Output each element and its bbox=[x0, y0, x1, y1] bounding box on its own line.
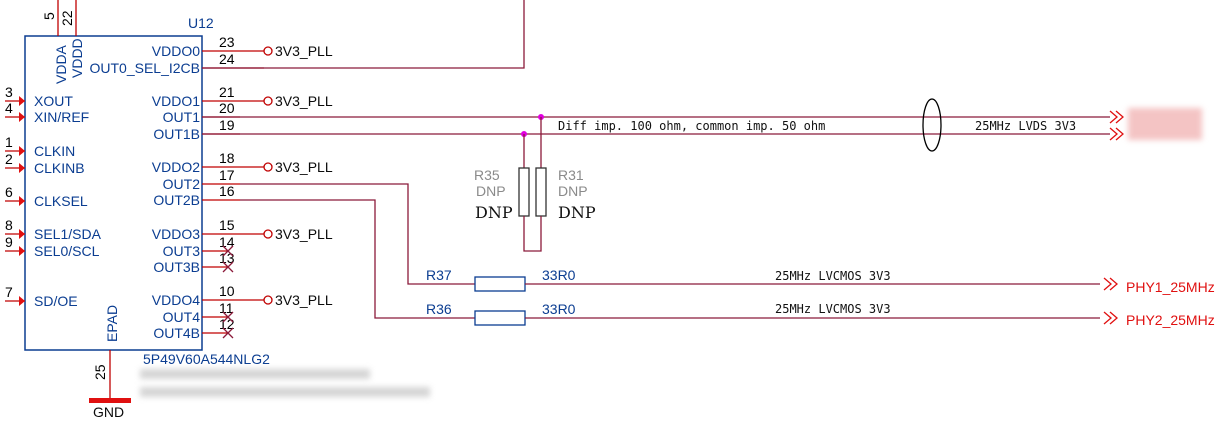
pin-number-14: 14 bbox=[219, 234, 235, 250]
pin-number-3: 3 bbox=[5, 84, 13, 100]
pin-number-4: 4 bbox=[5, 100, 13, 116]
net-3v3-pll-vddo0: 3V3_PLL bbox=[275, 43, 333, 59]
pin-number-16: 16 bbox=[219, 183, 235, 199]
pin-name-out3: OUT3 bbox=[163, 243, 201, 259]
net-3v3-pll-vddo4: 3V3_PLL bbox=[275, 292, 333, 308]
pin-name-vddo0: VDDO0 bbox=[152, 43, 200, 59]
phy1-signal-label: 25MHz LVCMOS 3V3 bbox=[775, 269, 891, 283]
diff-pair-port-arrows bbox=[1109, 110, 1124, 141]
net-3v3-pll-vddo1: 3V3_PLL bbox=[275, 93, 333, 109]
phy1-port-arrow bbox=[1103, 277, 1118, 291]
pin-name-clksel: CLKSEL bbox=[34, 193, 88, 209]
resistor-r35 bbox=[518, 167, 530, 217]
pin-number-17: 17 bbox=[219, 167, 235, 183]
pin-name-clkinb: CLKINB bbox=[34, 160, 85, 176]
wire-out0-sel bbox=[202, 0, 525, 69]
pin-number-19: 19 bbox=[219, 117, 235, 133]
pin-name-vddo2: VDDO2 bbox=[152, 159, 200, 175]
port-phy2-25mhz: PHY2_25MHz bbox=[1126, 312, 1215, 328]
pin-name-epad: EPAD bbox=[104, 305, 120, 342]
diff-pair-label: 25MHz LVDS 3V3 bbox=[975, 119, 1076, 133]
pin-number-7: 7 bbox=[5, 284, 13, 300]
pin-name-out1b: OUT1B bbox=[153, 126, 200, 142]
diff-pair-marker bbox=[922, 98, 942, 152]
pin-name-clkin: CLKIN bbox=[34, 143, 75, 159]
pin-name-out2b: OUT2B bbox=[153, 192, 200, 208]
pin-name-vddo3: VDDO3 bbox=[152, 226, 200, 242]
wire-out2b bbox=[240, 199, 475, 319]
power-circles bbox=[263, 46, 273, 305]
net-3v3-pll-vddo2: 3V3_PLL bbox=[275, 159, 333, 175]
r35-value: DNP bbox=[476, 183, 506, 199]
resistor-r31 bbox=[535, 167, 547, 217]
pin-number-1: 1 bbox=[5, 134, 13, 150]
pin-number-25: 25 bbox=[92, 364, 108, 380]
resistor-r37 bbox=[474, 276, 526, 292]
r36-value: 33R0 bbox=[542, 301, 576, 317]
pin-name-sel0-scl: SEL0/SCL bbox=[34, 243, 100, 259]
r37-value: 33R0 bbox=[542, 267, 576, 283]
pin-number-10: 10 bbox=[219, 283, 235, 299]
pin-name-vdda: VDDA bbox=[53, 44, 69, 84]
net-3v3-pll-vddo3: 3V3_PLL bbox=[275, 226, 333, 242]
diff-pair-note: Diff imp. 100 ohm, common imp. 50 ohm bbox=[558, 119, 825, 133]
phy2-port-arrow bbox=[1103, 311, 1118, 325]
pin-number-21: 21 bbox=[219, 84, 235, 100]
pin-name-vddd: VDDD bbox=[69, 38, 85, 78]
pin-name-sd-oe: SD/OE bbox=[34, 293, 78, 309]
pin-number-9: 9 bbox=[5, 234, 13, 250]
no-connect-markers bbox=[222, 245, 234, 339]
pin-number-8: 8 bbox=[5, 217, 13, 233]
pin-name-out0-sel-i2cb: OUT0_SEL_I2CB bbox=[90, 60, 201, 76]
phy2-signal-label: 25MHz LVCMOS 3V3 bbox=[775, 302, 891, 316]
ic-body bbox=[24, 35, 203, 351]
pin-name-xout: XOUT bbox=[34, 93, 73, 109]
pin-name-vddo1: VDDO1 bbox=[152, 93, 200, 109]
pin-name-xin-ref: XIN/REF bbox=[34, 109, 89, 125]
left-pins bbox=[5, 96, 25, 306]
ic-part-number: 5P49V60A544NLG2 bbox=[143, 351, 270, 367]
resistor-r36 bbox=[474, 310, 526, 326]
port-phy1-25mhz: PHY1_25MHz bbox=[1126, 279, 1215, 295]
ic-refdes: U12 bbox=[188, 15, 214, 31]
pin-number-6: 6 bbox=[5, 184, 13, 200]
r31-value: DNP bbox=[558, 183, 588, 199]
pin-number-20: 20 bbox=[219, 100, 235, 116]
r35-bom: DNP bbox=[475, 203, 513, 222]
pin-number-15: 15 bbox=[219, 217, 235, 233]
wire-out2 bbox=[240, 183, 475, 285]
pin-number-23: 23 bbox=[219, 34, 235, 50]
gnd-symbol bbox=[89, 398, 131, 403]
r36-ref: R36 bbox=[426, 301, 452, 317]
gnd-label: GND bbox=[93, 404, 124, 420]
pin-name-out3b: OUT3B bbox=[153, 259, 200, 275]
pin-number-11: 11 bbox=[219, 300, 234, 316]
redacted-notes bbox=[140, 369, 430, 397]
pin-number-5: 5 bbox=[41, 12, 57, 20]
pin-name-out4b: OUT4B bbox=[153, 325, 200, 341]
pin-name-sel1-sda: SEL1/SDA bbox=[34, 226, 102, 242]
pin-number-24: 24 bbox=[219, 51, 235, 67]
r37-ref: R37 bbox=[426, 267, 452, 283]
pin-name-vddo4: VDDO4 bbox=[152, 292, 200, 308]
pin-number-22: 22 bbox=[59, 10, 75, 26]
r35-ref: R35 bbox=[474, 167, 500, 183]
pin-name-out2: OUT2 bbox=[163, 176, 201, 192]
r31-ref: R31 bbox=[558, 167, 584, 183]
pin-number-18: 18 bbox=[219, 150, 235, 166]
pin-name-out4: OUT4 bbox=[163, 309, 201, 325]
diff-pair-port-label-redacted bbox=[1128, 108, 1202, 140]
r31-bom: DNP bbox=[558, 203, 596, 222]
pin-name-out1: OUT1 bbox=[163, 109, 201, 125]
pin-number-2: 2 bbox=[5, 151, 13, 167]
